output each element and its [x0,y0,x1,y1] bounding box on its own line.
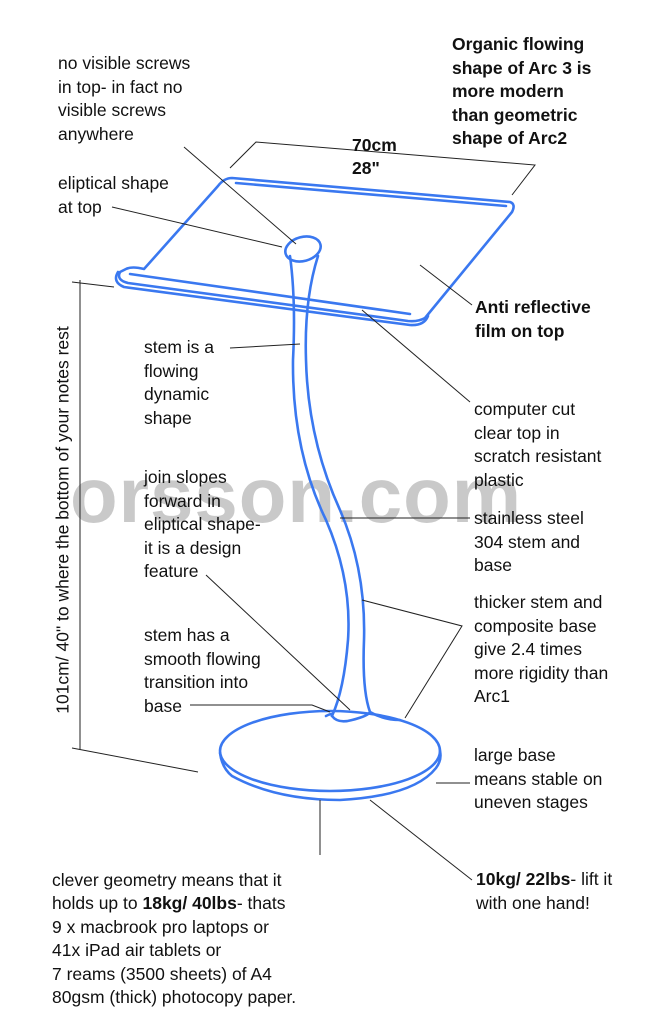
leader-weight [369,799,473,881]
width-dimension-line [229,141,536,196]
clever-rest: 9 x macbrook pro laptops or 41x iPad air… [52,916,297,1008]
lectern-top-outline [117,176,515,323]
base-rim [218,749,442,802]
clever-geometry-label: clever geometry means that it holds up to… [52,845,296,1010]
stem-flowing-label: stem is a flowing dynamic shape [144,337,215,428]
thicker-stem-label: thicker stem and composite base give 2.4… [474,592,609,706]
lectern-top-lip [114,270,430,327]
clever-capacity: 18kg/ 40lbs [142,893,237,913]
watermark-text: orsson.com [70,451,523,539]
anti-reflective-label: Anti reflective film on top [475,297,591,341]
leader-anti-reflective [419,264,473,306]
weight-label: 10kg/ 22lbs- lift it with one hand! [476,868,612,915]
lectern-top-inner-edge [128,181,508,316]
leader-join-slopes [205,574,351,711]
screws-label: no visible screws in top- in fact no vis… [58,53,191,144]
dimension-cm-label: 70cm [352,135,397,155]
join-slopes-label: join slopes forward in eliptical shape- … [144,467,261,581]
large-base-label: large base means stable on uneven stages [474,745,603,812]
clever-line-1: clever geometry means that it [52,869,282,890]
clever-line-2c: - thats [236,893,286,913]
height-dimension-line [71,280,199,773]
clever-line-2a: holds up to [52,893,143,913]
height-label: 101cm/ 40" to where the bottom of your n… [52,326,73,714]
eliptical-join [284,235,322,263]
leader-stem-flowing [229,343,301,349]
leader-smooth [190,704,331,713]
organic-label: Organic flowing shape of Arc 3 is more m… [452,34,592,148]
weight-note: - lift it with one hand! [476,869,613,913]
dimension-in-label: 28" [352,158,380,178]
stem-left-edge [288,254,350,718]
eliptical-label: eliptical shape at top [58,173,169,217]
base-top [218,709,442,793]
leader-screws [183,146,297,245]
stainless-label: stainless steel 304 stem and base [474,508,584,575]
leader-thicker [361,599,463,719]
smooth-transition-label: stem has a smooth flowing transition int… [144,625,261,716]
stem-right-edge [304,254,372,714]
computer-cut-label: computer cut clear top in scratch resist… [474,399,602,490]
leader-computer-cut [361,309,471,403]
leader-eliptical [111,206,283,248]
weight-value: 10kg/ 22lbs [476,869,571,889]
